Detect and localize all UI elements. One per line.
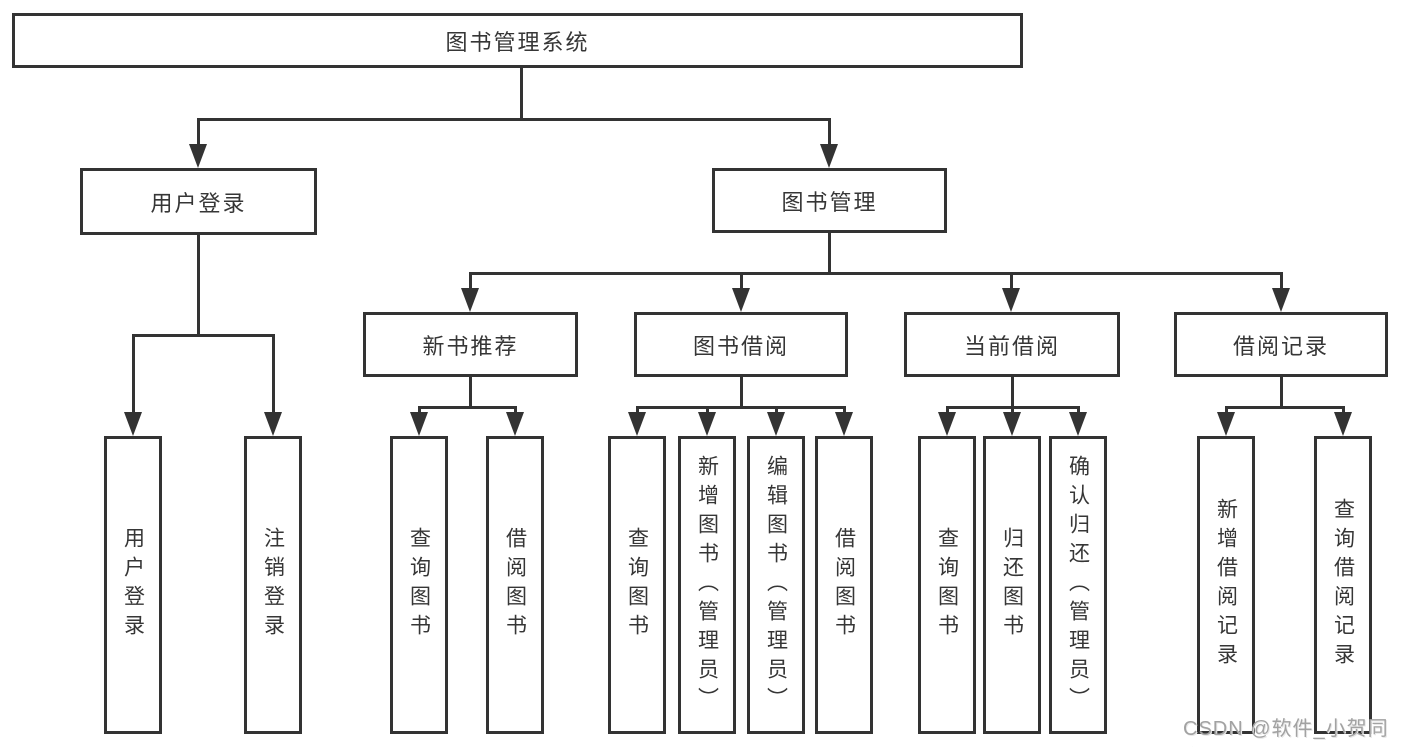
connector-line: [196, 234, 200, 336]
arrow-down-icon: [835, 412, 853, 436]
connector-line: [196, 118, 200, 146]
arrow-down-icon: [1334, 412, 1352, 436]
leaf-query-borrow-record: 查询借阅记录: [1314, 436, 1372, 734]
node-user-login: 用户登录: [80, 168, 317, 235]
connector-line: [827, 118, 831, 146]
arrow-down-icon: [410, 412, 428, 436]
leaf-label: 新增图书（管理员）: [695, 454, 719, 716]
node-borrowing-records: 借阅记录: [1174, 312, 1388, 377]
connector-line: [1224, 406, 1228, 416]
leaf-label: 注销登录: [261, 527, 285, 643]
node-book-management: 图书管理: [712, 168, 947, 233]
connector-line: [739, 272, 743, 292]
connector-line: [417, 406, 517, 409]
node-new-book-recommend: 新书推荐: [363, 312, 578, 377]
arrow-down-icon: [264, 412, 282, 436]
leaf-label: 查询借阅记录: [1331, 498, 1355, 672]
leaf-label: 借阅图书: [503, 527, 527, 643]
leaf-label: 查询图书: [935, 527, 959, 643]
arrow-down-icon: [820, 144, 838, 168]
arrow-down-icon: [1003, 412, 1021, 436]
connector-line: [635, 406, 639, 416]
arrow-down-icon: [1002, 288, 1020, 312]
node-label: 用户登录: [150, 190, 247, 216]
watermark: CSDN @软件_小贺同学: [1183, 718, 1389, 740]
leaf-query-books-borrowing: 查询图书: [608, 436, 666, 734]
leaf-label: 查询图书: [625, 527, 649, 643]
node-current-borrowing: 当前借阅: [904, 312, 1120, 377]
leaf-label: 确认归还（管理员）: [1066, 454, 1090, 716]
connector-line: [271, 334, 275, 416]
leaf-logout-login: 注销登录: [244, 436, 302, 734]
arrow-down-icon: [461, 288, 479, 312]
arrow-down-icon: [732, 288, 750, 312]
node-label: 图书管理: [781, 189, 878, 215]
connector-line: [774, 406, 778, 416]
arrow-down-icon: [1272, 288, 1290, 312]
connector-line: [705, 406, 709, 416]
arrow-down-icon: [628, 412, 646, 436]
connector-line: [1009, 272, 1013, 292]
connector-line: [1076, 406, 1080, 416]
connector-line: [513, 406, 517, 416]
leaf-borrow-books-recommend: 借阅图书: [486, 436, 544, 734]
connector-line: [131, 334, 275, 337]
arrow-down-icon: [767, 412, 785, 436]
connector-line: [468, 272, 1283, 275]
connector-line: [739, 376, 743, 409]
node-label: 当前借阅: [963, 333, 1060, 359]
connector-line: [1010, 406, 1014, 416]
node-label: 图书借阅: [692, 333, 789, 359]
leaf-label: 查询图书: [407, 527, 431, 643]
connector-line: [1279, 376, 1283, 409]
leaf-user-login: 用户登录: [104, 436, 162, 734]
leaf-label: 新增借阅记录: [1214, 498, 1238, 672]
arrow-down-icon: [189, 144, 207, 168]
node-book-borrowing: 图书借阅: [634, 312, 848, 377]
arrow-down-icon: [698, 412, 716, 436]
connector-line: [635, 406, 846, 409]
arrow-down-icon: [1217, 412, 1235, 436]
connector-line: [468, 376, 472, 409]
connector-line: [196, 118, 831, 121]
connector-line: [1224, 406, 1345, 409]
node-library-system-root: 图书管理系统: [12, 13, 1023, 68]
leaf-label: 编辑图书（管理员）: [764, 454, 788, 716]
connector-line: [842, 406, 846, 416]
arrow-down-icon: [506, 412, 524, 436]
connector-line: [827, 232, 831, 274]
connector-line: [1279, 272, 1283, 292]
leaf-label: 归还图书: [1000, 527, 1024, 643]
connector-line: [1341, 406, 1345, 416]
node-label: 图书管理系统: [445, 29, 590, 55]
leaf-borrow-books: 借阅图书: [815, 436, 873, 734]
leaf-label: 用户登录: [121, 527, 145, 643]
connector-line: [468, 272, 472, 292]
connector-line: [131, 334, 135, 416]
connector-line: [519, 65, 523, 121]
connector-line: [417, 406, 421, 416]
node-label: 借阅记录: [1232, 333, 1329, 359]
leaf-label: 借阅图书: [832, 527, 856, 643]
leaf-add-books-admin: 新增图书（管理员）: [678, 436, 736, 734]
leaf-return-books: 归还图书: [983, 436, 1041, 734]
connector-line: [945, 406, 949, 416]
leaf-query-books-current: 查询图书: [918, 436, 976, 734]
node-label: 新书推荐: [422, 333, 519, 359]
leaf-confirm-return-admin: 确认归还（管理员）: [1049, 436, 1107, 734]
arrow-down-icon: [938, 412, 956, 436]
arrow-down-icon: [124, 412, 142, 436]
leaf-add-borrow-record: 新增借阅记录: [1197, 436, 1255, 734]
leaf-query-books-recommend: 查询图书: [390, 436, 448, 734]
arrow-down-icon: [1069, 412, 1087, 436]
leaf-edit-books-admin: 编辑图书（管理员）: [747, 436, 805, 734]
connector-line: [1010, 376, 1014, 409]
